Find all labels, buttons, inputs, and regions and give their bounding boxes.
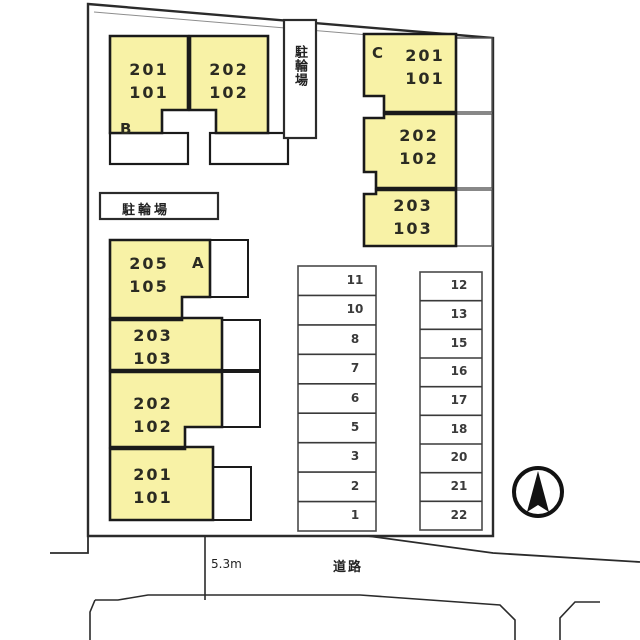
building-a-unit-201 — [108, 445, 215, 522]
parking-stall-number[interactable]: 18 — [450, 421, 468, 436]
site-boundary-outline — [86, 2, 495, 538]
bicycle-parking-box-horizontal — [98, 191, 220, 221]
building-c-balcony-203 — [455, 189, 493, 247]
building-c-unit-201 — [362, 32, 458, 114]
parking-stall-number[interactable]: 2 — [350, 478, 360, 493]
north-arrow-icon — [512, 466, 564, 518]
building-b-unit-202 — [188, 34, 270, 135]
road-label: 道路 — [333, 560, 364, 575]
parking-left-block-dividers — [298, 294, 376, 503]
building-c-balcony-202 — [455, 113, 493, 189]
building-c-unit-202 — [362, 112, 458, 190]
building-a-tag: A — [192, 254, 204, 272]
road-width-label: 5.3m — [211, 557, 242, 571]
parking-stall-number[interactable]: 21 — [450, 479, 468, 493]
building-b-unit-201 — [108, 34, 190, 135]
building-b-porch-202 — [208, 131, 290, 166]
parking-left-block-outline — [297, 265, 377, 532]
parking-right-block-dividers — [420, 299, 482, 503]
road-south-parcel-right-edge — [559, 601, 600, 640]
building-a-unit-202 — [108, 370, 224, 449]
road-south-parcel-outline — [95, 594, 516, 640]
building-a-balcony-205 — [209, 239, 249, 298]
parking-stall-number[interactable]: 10 — [346, 302, 364, 317]
parking-stall-number[interactable]: 13 — [450, 307, 468, 321]
parking-stall-number[interactable]: 15 — [450, 335, 468, 350]
parking-stalls-right-block — [419, 271, 483, 531]
parking-stall-number[interactable]: 17 — [450, 393, 468, 407]
parking-stall-number[interactable]: 12 — [450, 278, 468, 293]
parking-stall-number[interactable]: 3 — [350, 449, 360, 464]
parking-stall-number[interactable]: 7 — [350, 361, 360, 376]
building-a — [108, 238, 261, 522]
building-a-balcony-203 — [221, 319, 261, 371]
parking-stall-number[interactable]: 11 — [346, 272, 364, 287]
building-a-unit-205 — [108, 238, 212, 320]
parking-stall-number[interactable]: 22 — [450, 507, 468, 522]
bicycle-parking-areas — [98, 18, 318, 221]
building-c-unit-203 — [362, 188, 458, 248]
road-area — [50, 535, 640, 640]
road-north-edge-left — [50, 536, 89, 554]
bicycle-parking-vertical-label: 駐輪場 — [292, 45, 307, 87]
parking-stalls-left-block — [297, 265, 377, 532]
building-c-balcony-201 — [455, 37, 493, 113]
parking-stall-number[interactable]: 1 — [350, 508, 360, 523]
building-a-balcony-202 — [221, 371, 261, 428]
parking-stall-number[interactable]: 20 — [450, 450, 468, 465]
road-south-parcel-left-edge — [89, 599, 96, 640]
building-c — [362, 32, 493, 248]
building-b-tag: B — [120, 120, 132, 138]
parking-stall-number[interactable]: 5 — [350, 419, 360, 434]
building-b — [108, 34, 290, 166]
parking-right-block-outline — [419, 271, 483, 531]
building-a-unit-203 — [108, 316, 224, 372]
parking-stall-number[interactable]: 16 — [450, 364, 468, 379]
road-north-edge-right — [367, 535, 640, 563]
bicycle-parking-box-vertical — [282, 18, 318, 140]
bicycle-parking-horizontal-label: 駐輪場 — [122, 203, 171, 218]
building-b-porch-201 — [108, 131, 190, 166]
building-c-tag: C — [372, 44, 384, 62]
building-a-balcony-201 — [212, 466, 252, 521]
parking-stall-number[interactable]: 6 — [350, 390, 360, 405]
parking-stall-number[interactable]: 8 — [350, 331, 360, 346]
